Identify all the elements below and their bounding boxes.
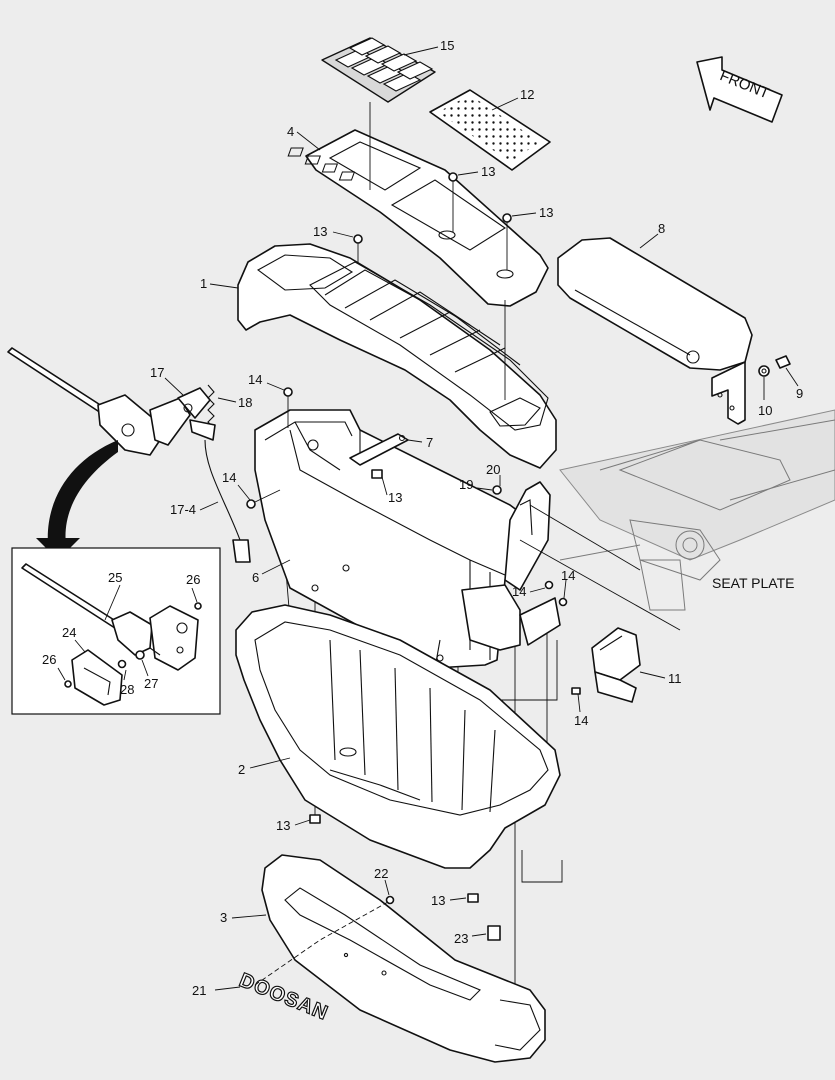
part-7-strap: 7 [349,433,433,466]
screw-13-and-part-23: 13 23 [431,893,501,946]
seat-plate-label: SEAT PLATE [712,575,794,591]
callout-17-4: 17-4 [170,502,196,517]
callout-13-d: 13 [388,490,402,505]
callout-21: 21 [192,983,206,998]
callout-14-d: 14 [561,568,575,583]
screws-14-left: 14 14 [222,372,293,509]
callout-20: 20 [486,462,500,477]
callout-7: 7 [426,435,433,450]
inset-detail: 25 26 24 26 28 27 [11,547,221,715]
callout-1: 1 [200,276,207,291]
callout-8: 8 [658,221,665,236]
callout-13-b: 13 [539,205,553,220]
part-6-frame: 6 [252,409,531,669]
curved-arrow [36,440,118,560]
callout-13-c: 13 [313,224,327,239]
callout-26-a: 26 [186,572,200,587]
callout-6: 6 [252,570,259,585]
callout-11: 11 [668,671,682,686]
part-2-lower-housing: 2 [235,604,561,869]
callout-22: 22 [374,866,388,881]
part-15-switch-pad: 15 [321,37,454,103]
part-11-cover: 11 14 [571,627,682,728]
callout-17: 17 [150,365,164,380]
callout-14-a: 14 [248,372,262,387]
callout-13-f: 13 [431,893,445,908]
seat-frame-ghost [559,409,835,611]
parts-19-20-bracket: 20 19 14 14 [459,462,681,651]
screw-13-center: 13 [371,469,402,505]
callout-13-e: 13 [276,818,290,833]
callout-27: 27 [144,676,158,691]
part-1-upper-housing: 1 [200,243,557,469]
front-arrow: FRONT [696,56,783,123]
part-8-armrest: 8 [557,221,753,425]
callout-24: 24 [62,625,76,640]
callout-2: 2 [238,762,245,777]
callout-14-c: 14 [512,584,526,599]
callout-26-b: 26 [42,652,56,667]
part-12-mat: 12 [429,87,551,171]
part-17-lever-assembly: 17 18 17-4 [7,347,252,563]
callout-4: 4 [287,124,294,139]
part-22-clip: 22 [374,866,395,905]
callout-18: 18 [238,395,252,410]
callout-23: 23 [454,931,468,946]
callout-14-b: 14 [222,470,236,485]
callout-13-a: 13 [481,164,495,179]
parts-9-10-bolt-washer: 9 10 [758,355,803,418]
callout-19: 19 [459,477,473,492]
callout-12: 12 [520,87,534,102]
screw-13-lower-left: 13 [276,814,321,833]
callout-9: 9 [796,386,803,401]
callout-10: 10 [758,403,772,418]
callout-3: 3 [220,910,227,925]
callout-15: 15 [440,38,454,53]
callout-28: 28 [120,682,134,697]
callout-14-e: 14 [574,713,588,728]
part-3-side-cover: 3 DOOSAN 21 [192,854,546,1063]
part-4-top-cover: 4 [287,124,549,307]
callout-25: 25 [108,570,122,585]
